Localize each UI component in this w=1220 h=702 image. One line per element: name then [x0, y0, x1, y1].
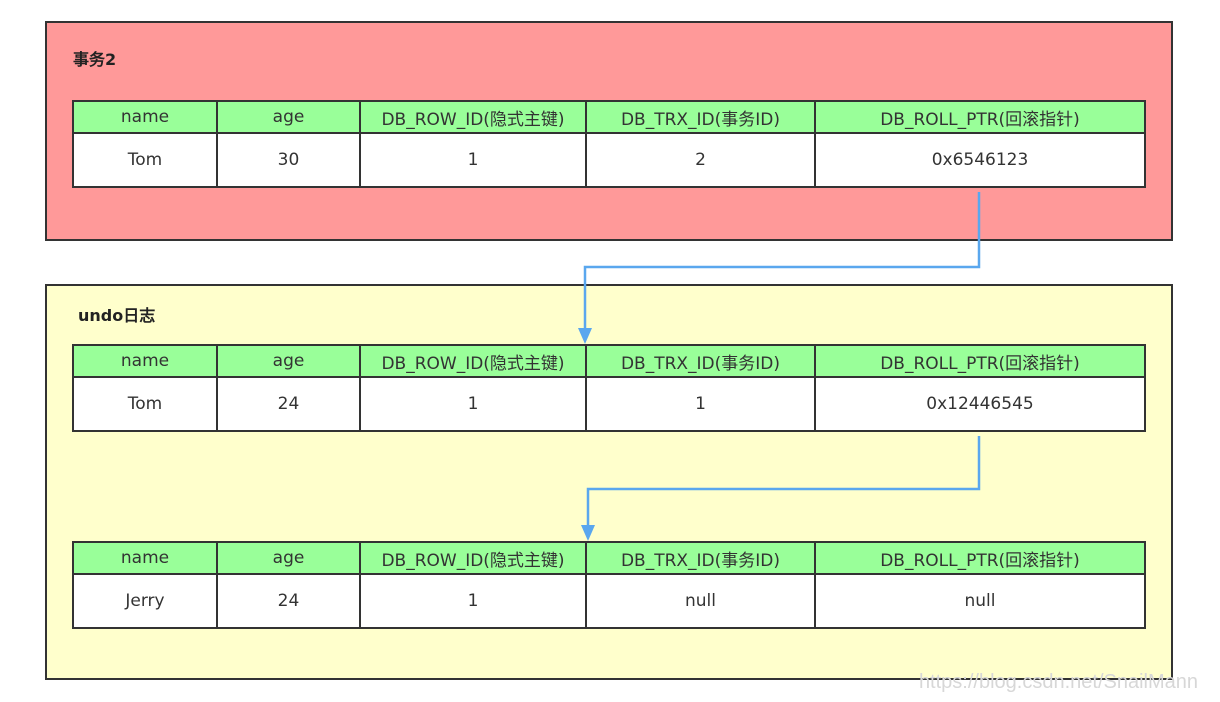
- cell-db-trx-id: null: [585, 573, 816, 629]
- cell-age: 30: [216, 132, 361, 188]
- roll-pointer-arrow-2: [586, 436, 981, 527]
- column-header-age: age: [216, 541, 361, 575]
- column-header-db-row-id: DB_ROW_ID(隐式主键): [359, 344, 587, 378]
- column-header-db-roll-ptr: DB_ROLL_PTR(回滚指针): [814, 344, 1146, 378]
- cell-name: Tom: [72, 376, 218, 432]
- cell-db-roll-ptr: 0x6546123: [814, 132, 1146, 188]
- transaction-title: 事务2: [73, 50, 117, 69]
- column-header-db-trx-id: DB_TRX_ID(事务ID): [585, 344, 816, 378]
- cell-db-trx-id: 2: [585, 132, 816, 188]
- cell-db-roll-ptr: null: [814, 573, 1146, 629]
- cell-age: 24: [216, 376, 361, 432]
- cell-db-trx-id: 1: [585, 376, 816, 432]
- undo-log-title: undo日志: [78, 306, 156, 325]
- table-header-row: name age DB_ROW_ID(隐式主键) DB_TRX_ID(事务ID)…: [72, 100, 1146, 134]
- table-row: Jerry 24 1 null null: [72, 573, 1146, 629]
- undo-record-table-2: name age DB_ROW_ID(隐式主键) DB_TRX_ID(事务ID)…: [72, 541, 1146, 629]
- column-header-age: age: [216, 100, 361, 134]
- transaction-record-table: name age DB_ROW_ID(隐式主键) DB_TRX_ID(事务ID)…: [72, 100, 1146, 188]
- cell-age: 24: [216, 573, 361, 629]
- cell-db-roll-ptr: 0x12446545: [814, 376, 1146, 432]
- column-header-name: name: [72, 344, 218, 378]
- column-header-db-row-id: DB_ROW_ID(隐式主键): [359, 100, 587, 134]
- column-header-age: age: [216, 344, 361, 378]
- cell-db-row-id: 1: [359, 573, 587, 629]
- table-row: Tom 24 1 1 0x12446545: [72, 376, 1146, 432]
- arrowhead-1: [578, 328, 592, 344]
- column-header-db-roll-ptr: DB_ROLL_PTR(回滚指针): [814, 541, 1146, 575]
- column-header-db-trx-id: DB_TRX_ID(事务ID): [585, 541, 816, 575]
- arrowhead-2: [581, 525, 595, 541]
- cell-name: Jerry: [72, 573, 218, 629]
- column-header-name: name: [72, 541, 218, 575]
- watermark: https://blog.csdn.net/SnailMann: [918, 671, 1198, 693]
- column-header-db-roll-ptr: DB_ROLL_PTR(回滚指针): [814, 100, 1146, 134]
- table-row: Tom 30 1 2 0x6546123: [72, 132, 1146, 188]
- table-header-row: name age DB_ROW_ID(隐式主键) DB_TRX_ID(事务ID)…: [72, 541, 1146, 575]
- table-header-row: name age DB_ROW_ID(隐式主键) DB_TRX_ID(事务ID)…: [72, 344, 1146, 378]
- cell-db-row-id: 1: [359, 376, 587, 432]
- undo-record-table-1: name age DB_ROW_ID(隐式主键) DB_TRX_ID(事务ID)…: [72, 344, 1146, 432]
- cell-db-row-id: 1: [359, 132, 587, 188]
- column-header-name: name: [72, 100, 218, 134]
- roll-pointer-arrow-1: [583, 192, 981, 330]
- cell-name: Tom: [72, 132, 218, 188]
- column-header-db-row-id: DB_ROW_ID(隐式主键): [359, 541, 587, 575]
- column-header-db-trx-id: DB_TRX_ID(事务ID): [585, 100, 816, 134]
